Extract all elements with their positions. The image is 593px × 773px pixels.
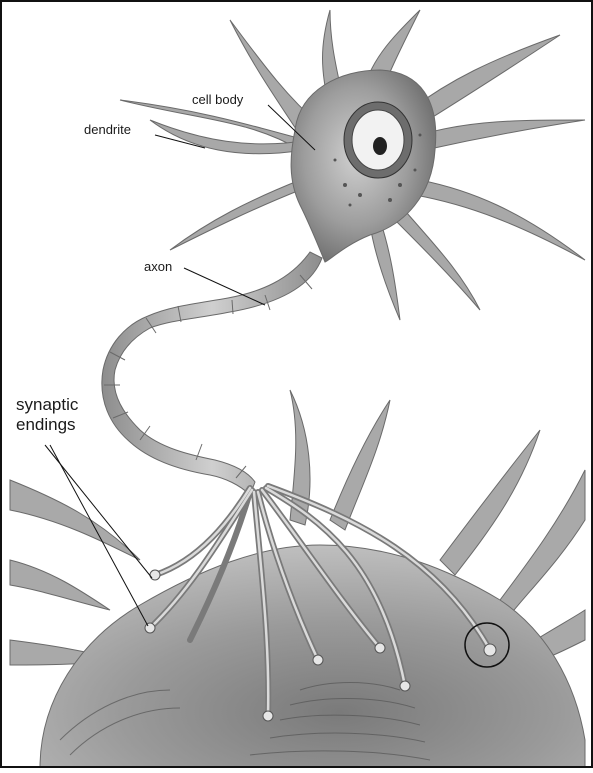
- label-synaptic-endings: synaptic endings: [16, 395, 78, 435]
- label-cell-body: cell body: [192, 92, 243, 107]
- label-synaptic-line2: endings: [16, 415, 78, 435]
- label-synaptic-line1: synaptic: [16, 395, 78, 415]
- label-axon: axon: [144, 259, 172, 274]
- label-dendrite: dendrite: [84, 122, 131, 137]
